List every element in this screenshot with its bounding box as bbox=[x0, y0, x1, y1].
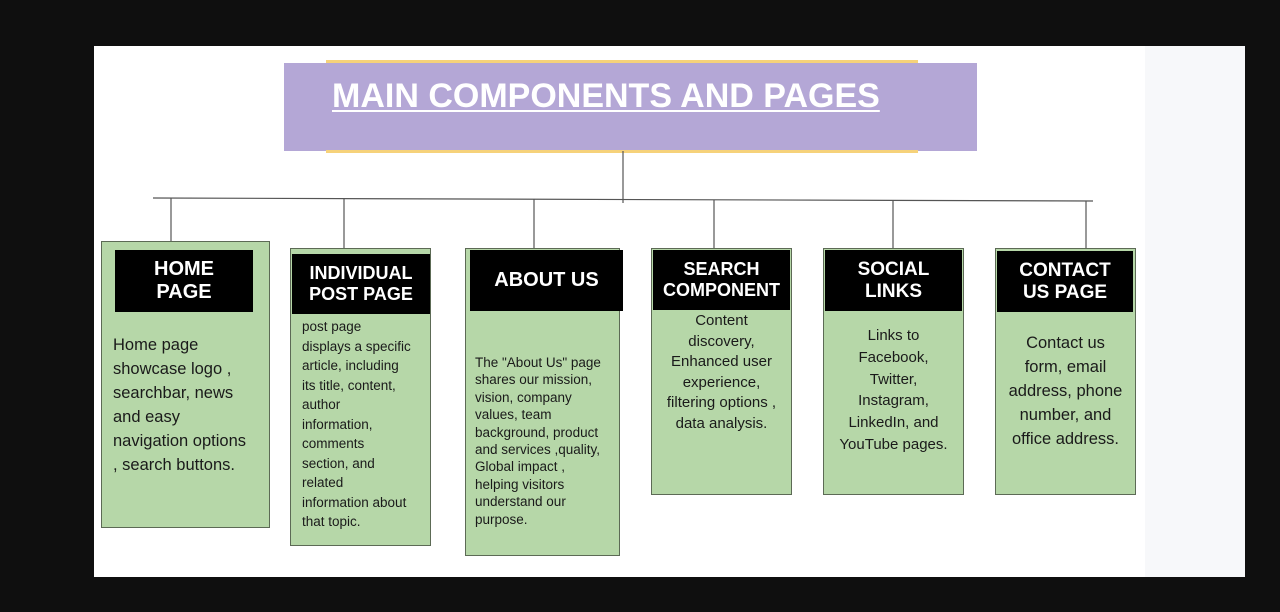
individual-post-page-description: post page displays a specific article, i… bbox=[302, 319, 411, 529]
title-accent-line bbox=[326, 150, 918, 153]
bus-line bbox=[152, 197, 1094, 202]
right-margin bbox=[1145, 46, 1245, 577]
title-accent-line bbox=[326, 60, 918, 63]
title-box bbox=[284, 63, 977, 151]
home-page-description: Home page showcase logo , searchbar, new… bbox=[113, 336, 247, 474]
contact-us-page-header: CONTACT US PAGE bbox=[997, 251, 1133, 312]
diagram-title: MAIN COMPONENTS AND PAGES bbox=[332, 77, 880, 115]
individual-post-page-header: INDIVIDUAL POST PAGE bbox=[292, 254, 430, 314]
social-links-description: Links to Facebook, Twitter, Instagram, L… bbox=[839, 327, 948, 453]
contact-us-page-description: Contact us form, email address, phone nu… bbox=[1008, 334, 1123, 448]
social-links-header: SOCIAL LINKS bbox=[825, 250, 962, 311]
about-us-header: ABOUT US bbox=[470, 250, 623, 311]
about-us-description: The "About Us" page shares our mission, … bbox=[475, 355, 601, 527]
search-component-description: Content discovery, Enhanced user experie… bbox=[666, 312, 777, 432]
search-component-header: SEARCH COMPONENT bbox=[653, 250, 790, 310]
home-page-header: HOME PAGE bbox=[115, 250, 253, 312]
